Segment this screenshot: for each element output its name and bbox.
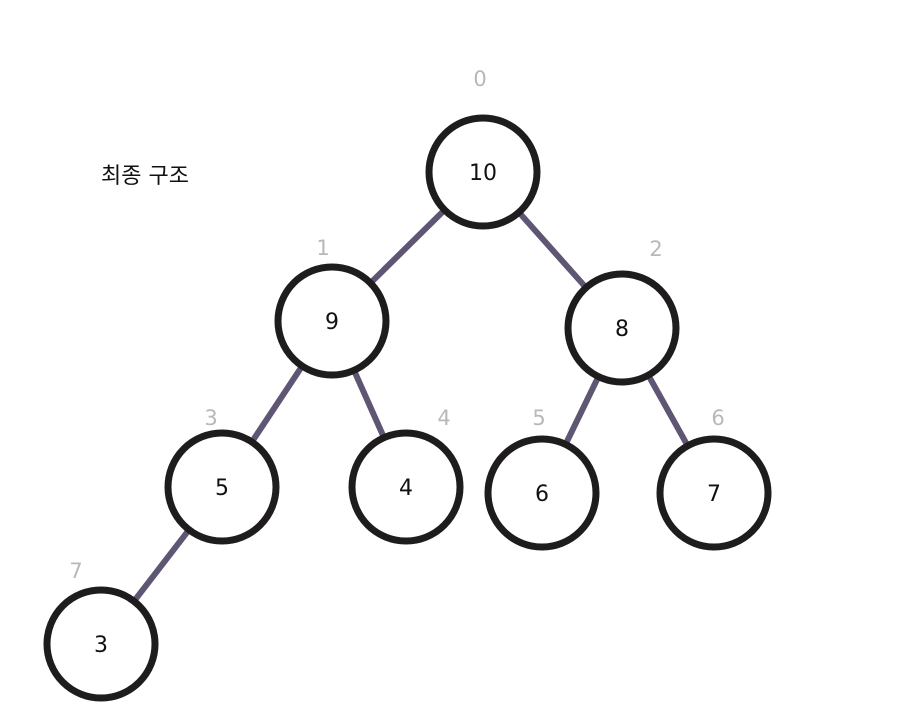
tree-node-0: 10 0 <box>425 67 541 230</box>
node-value: 5 <box>215 476 229 501</box>
tree-node-7: 37 <box>43 559 159 702</box>
tree-node-6: 76 <box>656 406 772 551</box>
node-index-label: 4 <box>437 406 450 430</box>
node-circle <box>274 263 390 379</box>
edge-1-4 <box>352 370 386 438</box>
edge-2-6 <box>646 375 690 446</box>
node-circle <box>564 270 680 386</box>
diagram-title: 최종 구조 <box>101 164 189 189</box>
edge-0-2 <box>518 211 587 289</box>
edge-2-5 <box>563 377 601 444</box>
node-value: 10 <box>469 161 497 186</box>
tree-node-5: 65 <box>484 406 600 551</box>
node-circle <box>43 586 159 702</box>
node-index-label: 0 <box>473 67 486 91</box>
tree-node-3: 53 <box>164 406 280 545</box>
node-index-label: 3 <box>204 406 217 430</box>
node-value: 9 <box>325 310 339 335</box>
node-value: 6 <box>535 482 549 507</box>
tree-node-4: 44 <box>348 406 464 545</box>
edges-layer <box>132 209 690 602</box>
node-index-label: 5 <box>532 406 545 430</box>
edge-1-3 <box>250 366 304 442</box>
node-index-label: 2 <box>649 237 662 261</box>
node-value: 4 <box>399 476 413 501</box>
node-index-label: 7 <box>69 559 82 583</box>
node-circle <box>425 114 541 230</box>
node-circle <box>348 429 464 545</box>
node-value: 3 <box>94 633 108 658</box>
tree-node-1: 91 <box>274 236 390 379</box>
node-index-label: 1 <box>316 236 329 260</box>
node-circle <box>656 435 772 551</box>
node-circle <box>484 435 600 551</box>
edge-3-7 <box>132 529 191 602</box>
node-value: 7 <box>707 482 721 507</box>
edge-0-1 <box>369 209 446 284</box>
tree-node-2: 82 <box>564 237 680 386</box>
node-circle <box>164 429 280 545</box>
node-value: 8 <box>615 317 629 342</box>
node-index-label: 6 <box>711 406 724 430</box>
